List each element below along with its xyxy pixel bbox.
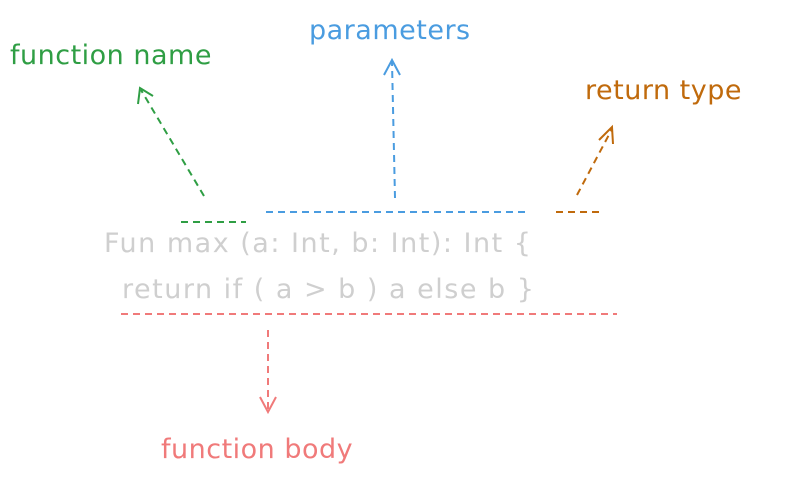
parameters-arrow — [391, 61, 396, 199]
return-type-label: return type — [585, 75, 742, 106]
function-name-label: function name — [10, 40, 212, 71]
function-name-arrowhead — [137, 86, 154, 105]
function-body-label: function body — [161, 434, 354, 465]
code-line-signature: Fun max (a: Int, b: Int): Int { — [104, 228, 533, 259]
code-line-body: return if ( a > b ) a else b } — [122, 274, 536, 305]
parameters-label: parameters — [309, 15, 471, 46]
function-name-arrow — [140, 89, 205, 197]
function-body-arrowhead — [259, 396, 277, 415]
parameters-arrowhead — [383, 57, 401, 76]
return-type-arrow — [576, 128, 613, 196]
return-type-arrowhead — [598, 124, 614, 145]
